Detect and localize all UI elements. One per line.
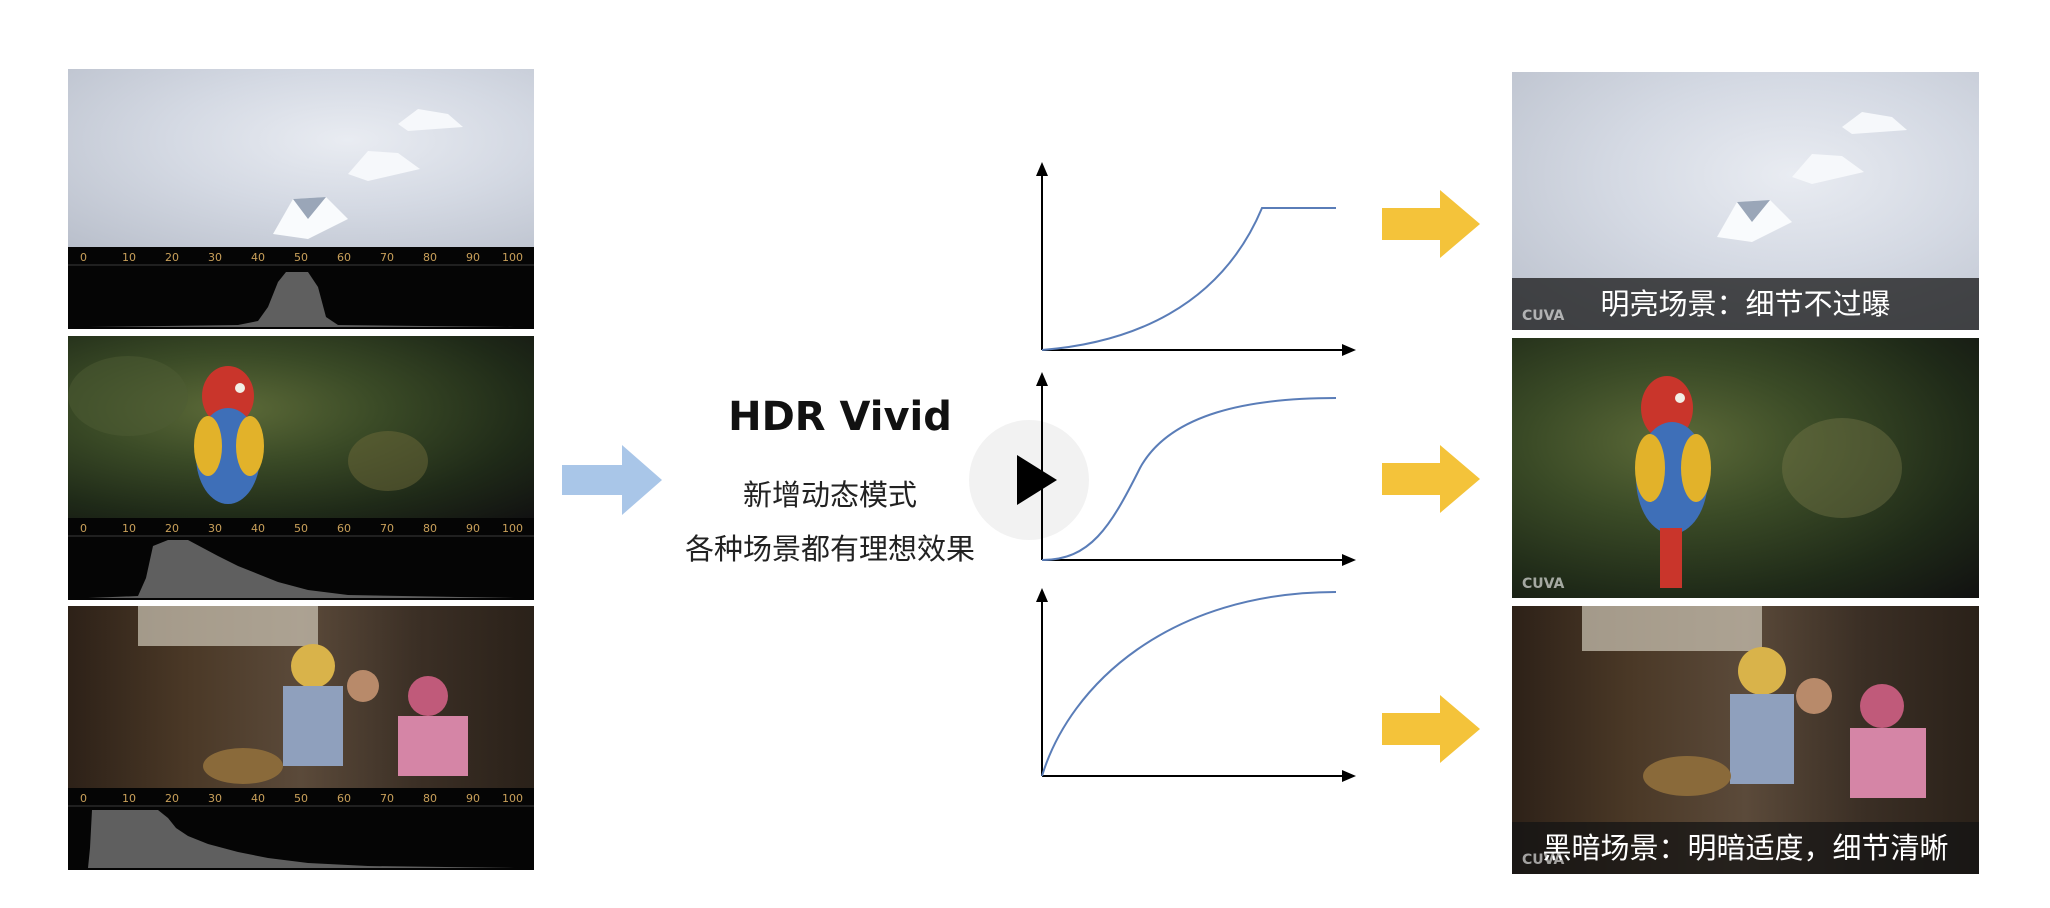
tick-label: 30 <box>208 522 222 535</box>
tick-label: 50 <box>294 522 308 535</box>
kitchen-photo <box>68 606 534 788</box>
tick-label: 10 <box>122 792 136 805</box>
subtitle-line-2: 各种场景都有理想效果 <box>684 532 975 566</box>
tick-label: 70 <box>380 792 394 805</box>
tick-label: 50 <box>294 792 308 805</box>
tick-label: 70 <box>380 251 394 264</box>
histogram-ticks-parrot: 0 10 20 30 40 50 60 70 80 90 100 <box>80 522 526 536</box>
tone-curve-mid <box>1036 372 1356 566</box>
tick-label: 0 <box>80 251 87 264</box>
icebergs-illustration <box>1717 112 1907 242</box>
tone-curve-dark <box>1036 588 1356 782</box>
tick-label: 50 <box>294 251 308 264</box>
histogram-kitchen <box>68 788 534 870</box>
tick-label: 100 <box>502 522 523 535</box>
source-image-kitchen: 0 10 20 30 40 50 60 70 80 90 100 <box>68 606 534 870</box>
tick-label: 40 <box>251 251 265 264</box>
play-icon <box>1017 455 1057 505</box>
tick-label: 0 <box>80 792 87 805</box>
tick-label: 20 <box>165 792 179 805</box>
result-image-mid: CUVA <box>1512 338 1979 598</box>
histogram-ticks-kitchen: 0 10 20 30 40 50 60 70 80 90 100 <box>80 792 526 806</box>
tone-curve-bright <box>1036 162 1356 356</box>
caption-bright: 明亮场景：细节不过曝 <box>1512 278 1979 330</box>
tone-curve <box>1041 591 1337 777</box>
tick-label: 30 <box>208 251 222 264</box>
tick-label: 30 <box>208 792 222 805</box>
watermark-logo: CUVA <box>1522 852 1565 868</box>
tick-label: 70 <box>380 522 394 535</box>
parrot-illustration <box>1635 376 1902 588</box>
tick-label: 40 <box>251 522 265 535</box>
output-arrow-icon <box>1382 445 1480 513</box>
kitchen-illustration <box>1582 606 1926 798</box>
source-image-snow: 0 10 20 30 40 50 60 70 80 90 100 <box>68 69 534 329</box>
snow-photo <box>68 69 534 247</box>
tick-label: 20 <box>165 522 179 535</box>
input-arrow-icon <box>562 445 662 515</box>
tone-curve <box>1041 207 1336 351</box>
histogram-parrot <box>68 518 534 600</box>
tick-label: 90 <box>466 792 480 805</box>
tick-label: 80 <box>423 522 437 535</box>
tick-label: 90 <box>466 251 480 264</box>
tick-label: 100 <box>502 792 523 805</box>
result-image-dark: 黑暗场景：明暗适度，细节清晰 CUVA <box>1512 606 1979 874</box>
result-image-bright: 明亮场景：细节不过曝 CUVA <box>1512 72 1979 330</box>
tick-label: 80 <box>423 792 437 805</box>
tick-label: 80 <box>423 251 437 264</box>
histogram-ticks-snow: 0 10 20 30 40 50 60 70 80 90 100 <box>80 251 526 265</box>
tick-label: 100 <box>502 251 523 264</box>
watermark-logo: CUVA <box>1522 576 1565 592</box>
tone-curve <box>1041 397 1337 561</box>
play-button[interactable] <box>969 420 1089 540</box>
tick-label: 90 <box>466 522 480 535</box>
output-arrow-icon <box>1382 695 1480 763</box>
watermark-logo: CUVA <box>1522 308 1565 324</box>
tick-label: 10 <box>122 251 136 264</box>
product-title: HDR Vivid <box>728 394 952 440</box>
tick-label: 60 <box>337 522 351 535</box>
histogram-snow <box>68 247 534 329</box>
icebergs-illustration <box>273 109 463 239</box>
kitchen-illustration <box>138 606 468 784</box>
parrot-illustration <box>68 356 428 504</box>
tick-label: 10 <box>122 522 136 535</box>
subtitle-line-1: 新增动态模式 <box>742 478 917 512</box>
tick-label: 60 <box>337 251 351 264</box>
tick-label: 40 <box>251 792 265 805</box>
tick-label: 0 <box>80 522 87 535</box>
parrot-photo <box>68 336 534 518</box>
tick-label: 20 <box>165 251 179 264</box>
tick-label: 60 <box>337 792 351 805</box>
output-arrow-icon <box>1382 190 1480 258</box>
caption-dark: 黑暗场景：明暗适度，细节清晰 <box>1512 822 1979 874</box>
source-image-parrot: 0 10 20 30 40 50 60 70 80 90 100 <box>68 336 534 600</box>
